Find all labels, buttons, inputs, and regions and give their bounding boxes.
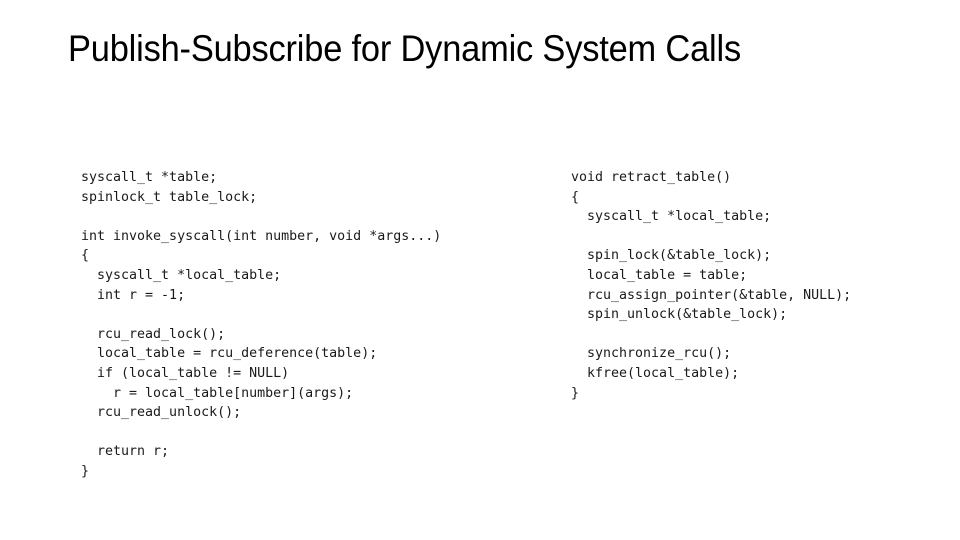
code-line: r = local_table[number](args);: [81, 385, 354, 401]
code-line: [571, 325, 851, 345]
code-line: syscall_t *local_table;: [571, 209, 772, 225]
code-line: }: [81, 463, 90, 479]
code-line: local_table = rcu_deference(table);: [81, 346, 378, 362]
code-line: spin_lock(&table_lock);: [571, 248, 772, 264]
code-line: local_table = table;: [571, 267, 748, 283]
code-line: rcu_read_unlock();: [81, 405, 242, 421]
page-title: Publish-Subscribe for Dynamic System Cal…: [68, 28, 741, 69]
code-line: int invoke_syscall(int number, void *arg…: [81, 228, 442, 244]
code-listing-invoke-syscall: syscall_t *table;spinlock_t table_lock; …: [81, 168, 441, 482]
code-listing-retract-table: void retract_table() { syscall_t *local_t…: [571, 168, 851, 403]
code-line: int r = -1;: [81, 287, 186, 303]
code-line: [571, 227, 851, 247]
code-line: spin_unlock(&table_lock);: [571, 307, 788, 323]
code-line: {: [81, 248, 90, 264]
code-line: rcu_read_lock();: [81, 326, 226, 342]
code-line: syscall_t *local_table;: [81, 267, 282, 283]
code-line: }: [571, 385, 580, 401]
code-line: [81, 305, 441, 325]
code-line: return r;: [81, 444, 170, 460]
code-line: synchronize_rcu();: [571, 346, 732, 362]
code-line: syscall_t *table;: [81, 170, 218, 185]
code-line: if (local_table != NULL): [81, 365, 290, 381]
code-line: spinlock_t table_lock;: [81, 189, 258, 205]
code-line: [81, 207, 441, 227]
code-line: rcu_assign_pointer(&table, NULL);: [571, 287, 852, 303]
code-line: void retract_table(): [571, 170, 732, 185]
code-line: {: [571, 189, 580, 205]
code-line: kfree(local_table);: [571, 365, 740, 381]
code-line: [81, 423, 441, 443]
